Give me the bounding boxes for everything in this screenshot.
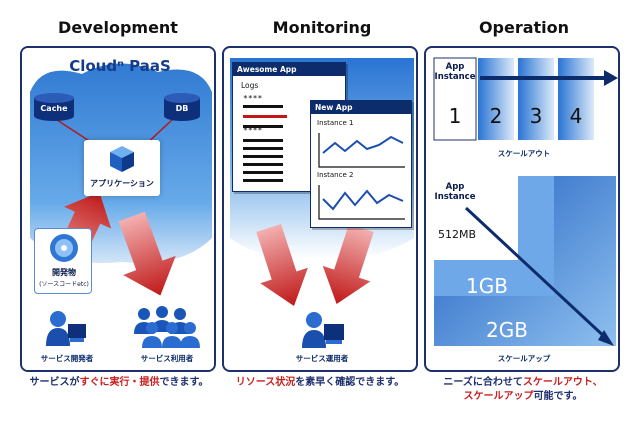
- developer-person-icon: [46, 311, 86, 346]
- new-app-title: New App: [311, 101, 411, 114]
- operation-title: Operation: [478, 18, 570, 37]
- users-crowd-icon: [134, 306, 200, 348]
- operation-panel: App Instance 1 2 3 4 スケールアウト App Instanc…: [424, 46, 620, 372]
- scale-number-4: 4: [569, 104, 583, 128]
- scale-number-3: 3: [529, 104, 543, 128]
- scale-number-2: 2: [489, 104, 503, 128]
- size-2gb: 2GB: [486, 318, 528, 342]
- monitoring-title: Monitoring: [272, 18, 372, 37]
- instance2-label: Instance 2: [317, 171, 354, 179]
- app-instance-label-top: App Instance: [434, 62, 476, 82]
- cache-label: Cache: [40, 104, 68, 113]
- development-caption-post: できます。: [159, 377, 209, 388]
- logs-label: Logs: [241, 81, 259, 90]
- scale-up-label: スケールアップ: [497, 354, 551, 363]
- operation-caption: ニーズに合わせてスケールアウト、 スケールアップ可能です。: [418, 376, 628, 404]
- operation-caption-line1-pre: ニーズに合わせて: [443, 377, 523, 388]
- log-lines: **** ****: [243, 94, 287, 182]
- development-title: Development: [58, 18, 178, 37]
- operation-caption-line1: ニーズに合わせてスケールアウト、: [418, 376, 628, 390]
- cloudn-paas-logo: Cloudⁿ PaaS: [69, 57, 171, 75]
- db-cylinder-icon: [164, 93, 200, 121]
- size-512mb: 512MB: [438, 228, 477, 241]
- cube-icon: [110, 146, 134, 172]
- operation-caption-line2: スケールアップ可能です。: [418, 390, 628, 404]
- monitoring-caption-post: を素早く確認できます。: [295, 377, 405, 388]
- cd-icon: [50, 234, 78, 262]
- operation-background: [433, 57, 618, 346]
- app-instance-label-bottom: App Instance: [434, 182, 476, 202]
- awesome-app-title: Awesome App: [233, 63, 345, 76]
- developer-label: サービス開発者: [40, 354, 94, 363]
- operation-caption-line2-post: 可能です。: [533, 391, 583, 402]
- scale-number-1: 1: [448, 104, 462, 128]
- application-box: アプリケーション: [84, 140, 160, 196]
- monitoring-caption-highlight: リソース状況: [235, 377, 296, 388]
- operator-label: サービス運用者: [295, 354, 349, 363]
- development-caption-highlight: すぐに実行・提供: [79, 377, 160, 388]
- instance1-label: Instance 1: [317, 119, 354, 127]
- scale-out-label: スケールアウト: [497, 149, 551, 158]
- development-panel: Cloudⁿ PaaS Cache DB アプリケーション 開発物 (ソースコー…: [20, 46, 216, 372]
- operation-caption-line1-highlight: スケールアウト、: [522, 377, 603, 388]
- users-label: サービス利用者: [140, 354, 194, 363]
- db-label: DB: [175, 104, 189, 113]
- development-caption: サービスがすぐに実行・提供できます。: [14, 376, 224, 390]
- monitoring-panel: Awesome App Logs **** **** New App Insta…: [222, 46, 418, 372]
- application-label: アプリケーション: [90, 179, 154, 188]
- artifact-label: 開発物: [52, 268, 76, 277]
- svg-text:****: ****: [243, 94, 262, 103]
- operation-caption-line2-highlight: スケールアップ: [463, 391, 534, 402]
- artifact-box: 開発物 (ソースコードetc): [34, 228, 92, 294]
- size-1gb: 1GB: [466, 274, 508, 298]
- development-caption-pre: サービスが: [29, 377, 80, 388]
- monitoring-caption: リソース状況を素早く確認できます。: [215, 376, 425, 390]
- svg-text:****: ****: [243, 126, 262, 135]
- instance-graphs: [318, 133, 405, 220]
- artifact-sublabel: (ソースコードetc): [39, 281, 89, 288]
- operator-person-icon: [302, 312, 344, 348]
- cache-cylinder-icon: [34, 93, 74, 121]
- new-app-window: New App Instance 1 Instance 2: [310, 100, 412, 228]
